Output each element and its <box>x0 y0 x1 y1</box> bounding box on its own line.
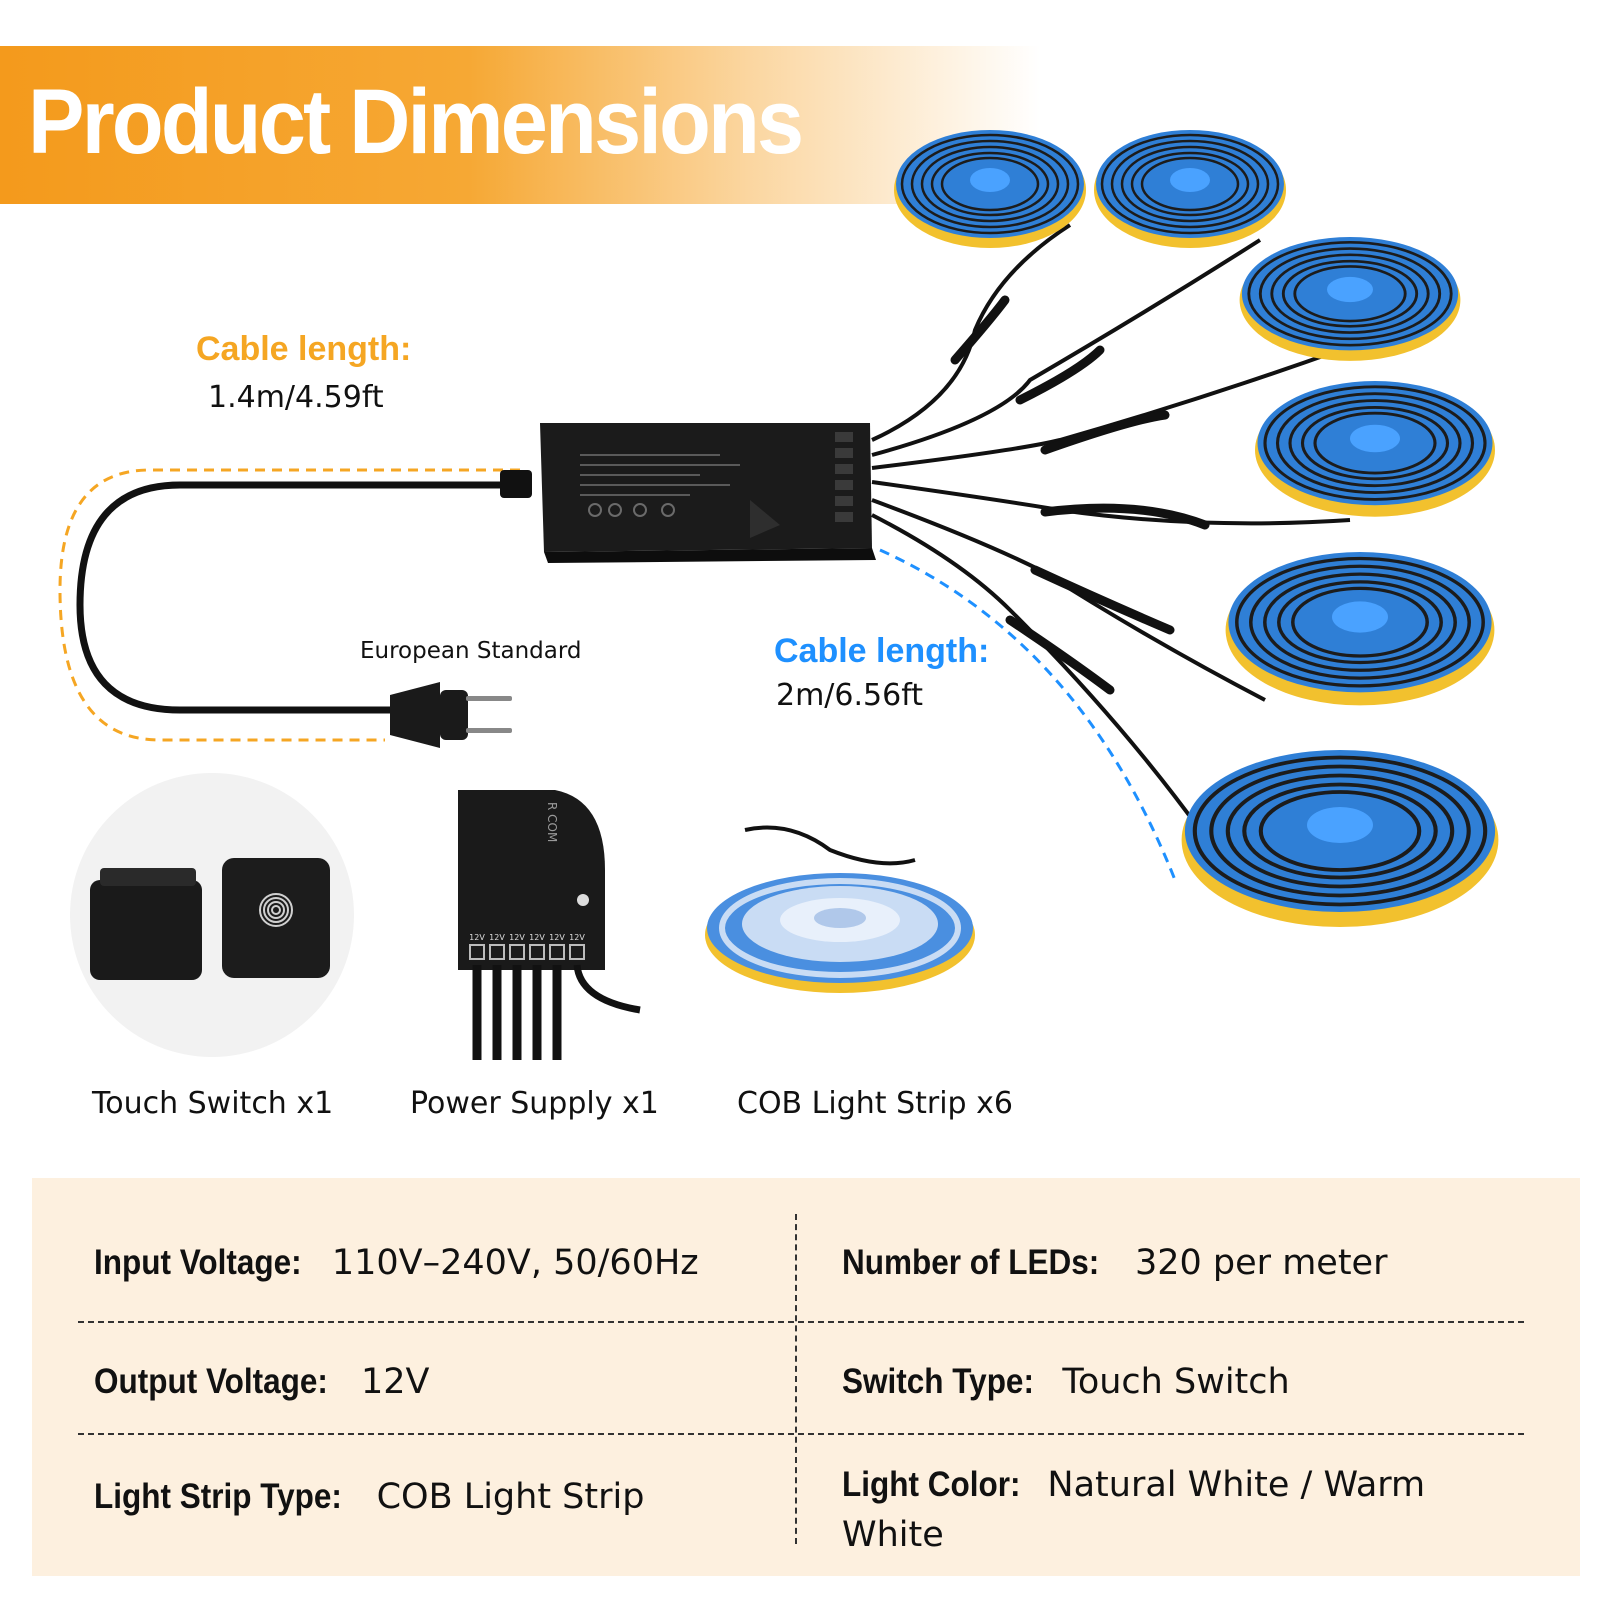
spec-value: Natural White / Warm White <box>842 1465 1426 1555</box>
led-reel-3 <box>1238 235 1462 363</box>
spec-value: 12V <box>361 1362 430 1402</box>
spec-light-color: Light Color: Natural White / Warm White <box>842 1460 1462 1560</box>
header-banner <box>0 46 1040 204</box>
spec-key: Number of LEDs: <box>842 1243 1100 1282</box>
spec-switch-type: Switch Type: Touch Switch <box>842 1357 1542 1407</box>
light-strip-icon <box>705 825 975 993</box>
spec-value: 320 per meter <box>1135 1243 1388 1283</box>
power-cable-length-value: 1.4m/4.59ft <box>208 380 384 415</box>
port-label-3: 12V <box>509 933 525 942</box>
spec-input-voltage: Input Voltage: 110V–240V, 50/60Hz <box>94 1238 784 1288</box>
power-supply-marking: R COM <box>545 802 559 842</box>
power-cable-guide <box>58 468 520 742</box>
strip-cable-6 <box>871 513 1202 832</box>
led-reel-4 <box>1253 379 1497 519</box>
strip-cable-2 <box>871 238 1262 457</box>
port-label-6: 12V <box>569 933 585 942</box>
power-supply-icon: R COM <box>458 790 641 1060</box>
spec-key: Light Strip Type: <box>94 1477 342 1516</box>
spec-value: Touch Switch <box>1062 1362 1290 1402</box>
touch-switch-device <box>222 858 330 978</box>
power-cable <box>76 481 528 714</box>
spec-key: Switch Type: <box>842 1362 1034 1401</box>
plug-standard-label: European Standard <box>360 638 582 664</box>
led-reel-2 <box>1092 128 1288 250</box>
spec-divider-1 <box>78 1321 1524 1323</box>
spec-light-strip-type: Light Strip Type: COB Light Strip <box>94 1472 784 1522</box>
power-supply-caption: Power Supply x1 <box>410 1086 659 1121</box>
spec-output-voltage: Output Voltage: 12V <box>94 1357 784 1407</box>
led-reel-5 <box>1223 550 1497 708</box>
control-box <box>500 423 876 563</box>
strip-cable-guide <box>879 548 1177 881</box>
strip-cable-1 <box>871 223 1072 442</box>
spec-panel <box>32 1178 1580 1576</box>
led-reel-6 <box>1182 750 1499 927</box>
page-title: Product Dimensions <box>28 71 804 173</box>
port-label-2: 12V <box>489 933 505 942</box>
spec-value: COB Light Strip <box>376 1477 645 1517</box>
spec-divider-2 <box>78 1433 1524 1435</box>
spec-key: Input Voltage: <box>94 1243 302 1282</box>
spec-key: Output Voltage: <box>94 1362 328 1401</box>
strip-cable-length-label: Cable length: <box>774 632 990 670</box>
light-strip-caption: COB Light Strip x6 <box>737 1086 1013 1121</box>
touch-switch-caption: Touch Switch x1 <box>92 1086 334 1121</box>
fingerprint-icon <box>259 893 293 927</box>
port-label-1: 12V <box>469 933 485 942</box>
strip-cable-length-value: 2m/6.56ft <box>776 678 924 713</box>
touch-switch-backdrop <box>70 773 354 1057</box>
led-reel-1 <box>892 128 1088 250</box>
eu-plug-icon <box>390 682 512 748</box>
product-illustration: R COM 12V 12V 12V 12V 12V 12V <box>58 128 1600 1060</box>
port-label-5: 12V <box>549 933 565 942</box>
port-label-4: 12V <box>529 933 545 942</box>
power-cable-length-label: Cable length: <box>196 330 412 368</box>
spec-number-of-leds: Number of LEDs: 320 per meter <box>842 1238 1542 1288</box>
touch-switch-bracket <box>90 868 202 980</box>
spec-divider-vertical <box>795 1214 797 1544</box>
spec-value: 110V–240V, 50/60Hz <box>331 1243 699 1283</box>
spec-key: Light Color: <box>842 1465 1021 1504</box>
